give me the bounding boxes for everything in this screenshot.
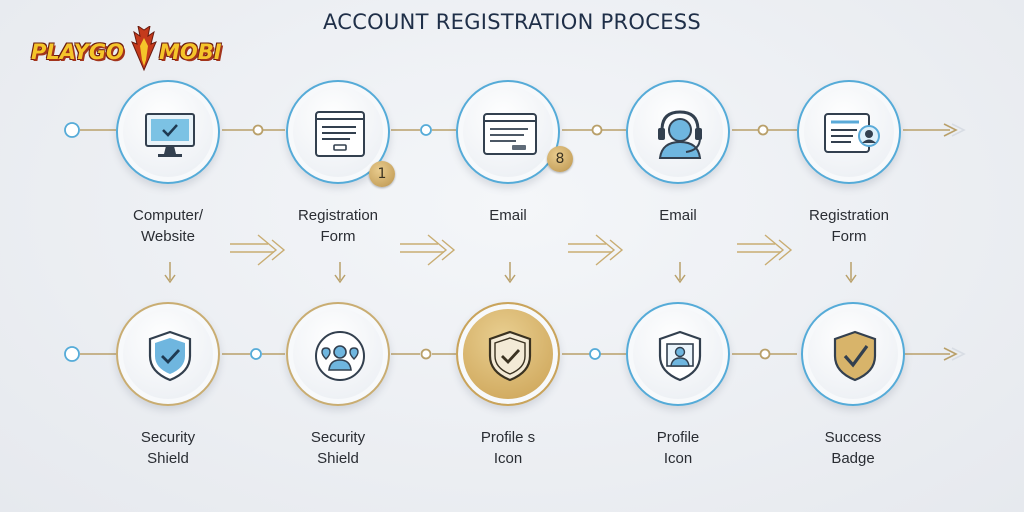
down-arrow-icon — [674, 262, 686, 284]
step-node-email-1 — [456, 80, 560, 184]
flow-arrow-icon — [737, 234, 793, 266]
step-label-email-2: Email — [659, 207, 697, 224]
step-node-success-badge — [801, 302, 905, 406]
step-node-email-2 — [626, 80, 730, 184]
flow-arrow-icon — [230, 234, 286, 266]
step-label-success-badge: Success Badge — [824, 429, 882, 467]
down-arrow-icon — [845, 262, 857, 284]
flow-arrow-icon — [400, 234, 456, 266]
step-node-security-shield-2 — [286, 302, 390, 406]
step-label-profile-icon-1: Profile s Icon — [480, 429, 536, 467]
step-node-computer — [116, 80, 220, 184]
step-badge-8: 8 — [547, 146, 573, 172]
step-node-profile-icon-2 — [626, 302, 730, 406]
logo-text-left: PLAYGO — [31, 40, 124, 64]
step-badge-1: 1 — [369, 161, 395, 187]
down-arrow-icon — [164, 262, 176, 284]
step-node-registration-form-2 — [797, 80, 901, 184]
down-arrow-icon — [334, 262, 346, 284]
flow-arrow-icon — [568, 234, 624, 266]
step-label-registration-form-2: Registration Form — [808, 207, 890, 245]
registration-form-icon — [315, 111, 365, 157]
step-node-profile-icon-1 — [456, 302, 560, 406]
shield-check-gold-icon — [488, 330, 532, 382]
shield-profile-icon — [658, 330, 702, 382]
computer-monitor-check-icon — [145, 113, 195, 157]
step-node-security-shield-1 — [116, 302, 220, 406]
brand-logo: PLAYGO MOBI — [31, 26, 227, 72]
step-label-computer: Computer/ Website — [132, 207, 204, 245]
step-label-security-shield-2: Security Shield — [310, 429, 366, 467]
logo-text-right: MOBI — [159, 40, 222, 64]
email-form-icon — [483, 113, 537, 155]
page-title: ACCOUNT REGISTRATION PROCESS — [322, 10, 702, 34]
dragon-mascot-icon — [131, 26, 157, 72]
step-label-profile-icon-2: Profile Icon — [656, 429, 700, 467]
step-label-email-1: Email — [489, 207, 527, 224]
registration-form-profile-icon — [824, 113, 880, 153]
shield-check-icon — [148, 330, 192, 382]
user-headset-icon — [658, 110, 702, 159]
step-label-registration-form: Registration Form — [297, 207, 379, 245]
down-arrow-icon — [504, 262, 516, 284]
step-label-security-shield-1: Security Shield — [140, 429, 196, 467]
success-badge-icon — [833, 330, 877, 382]
users-group-icon — [315, 331, 365, 381]
